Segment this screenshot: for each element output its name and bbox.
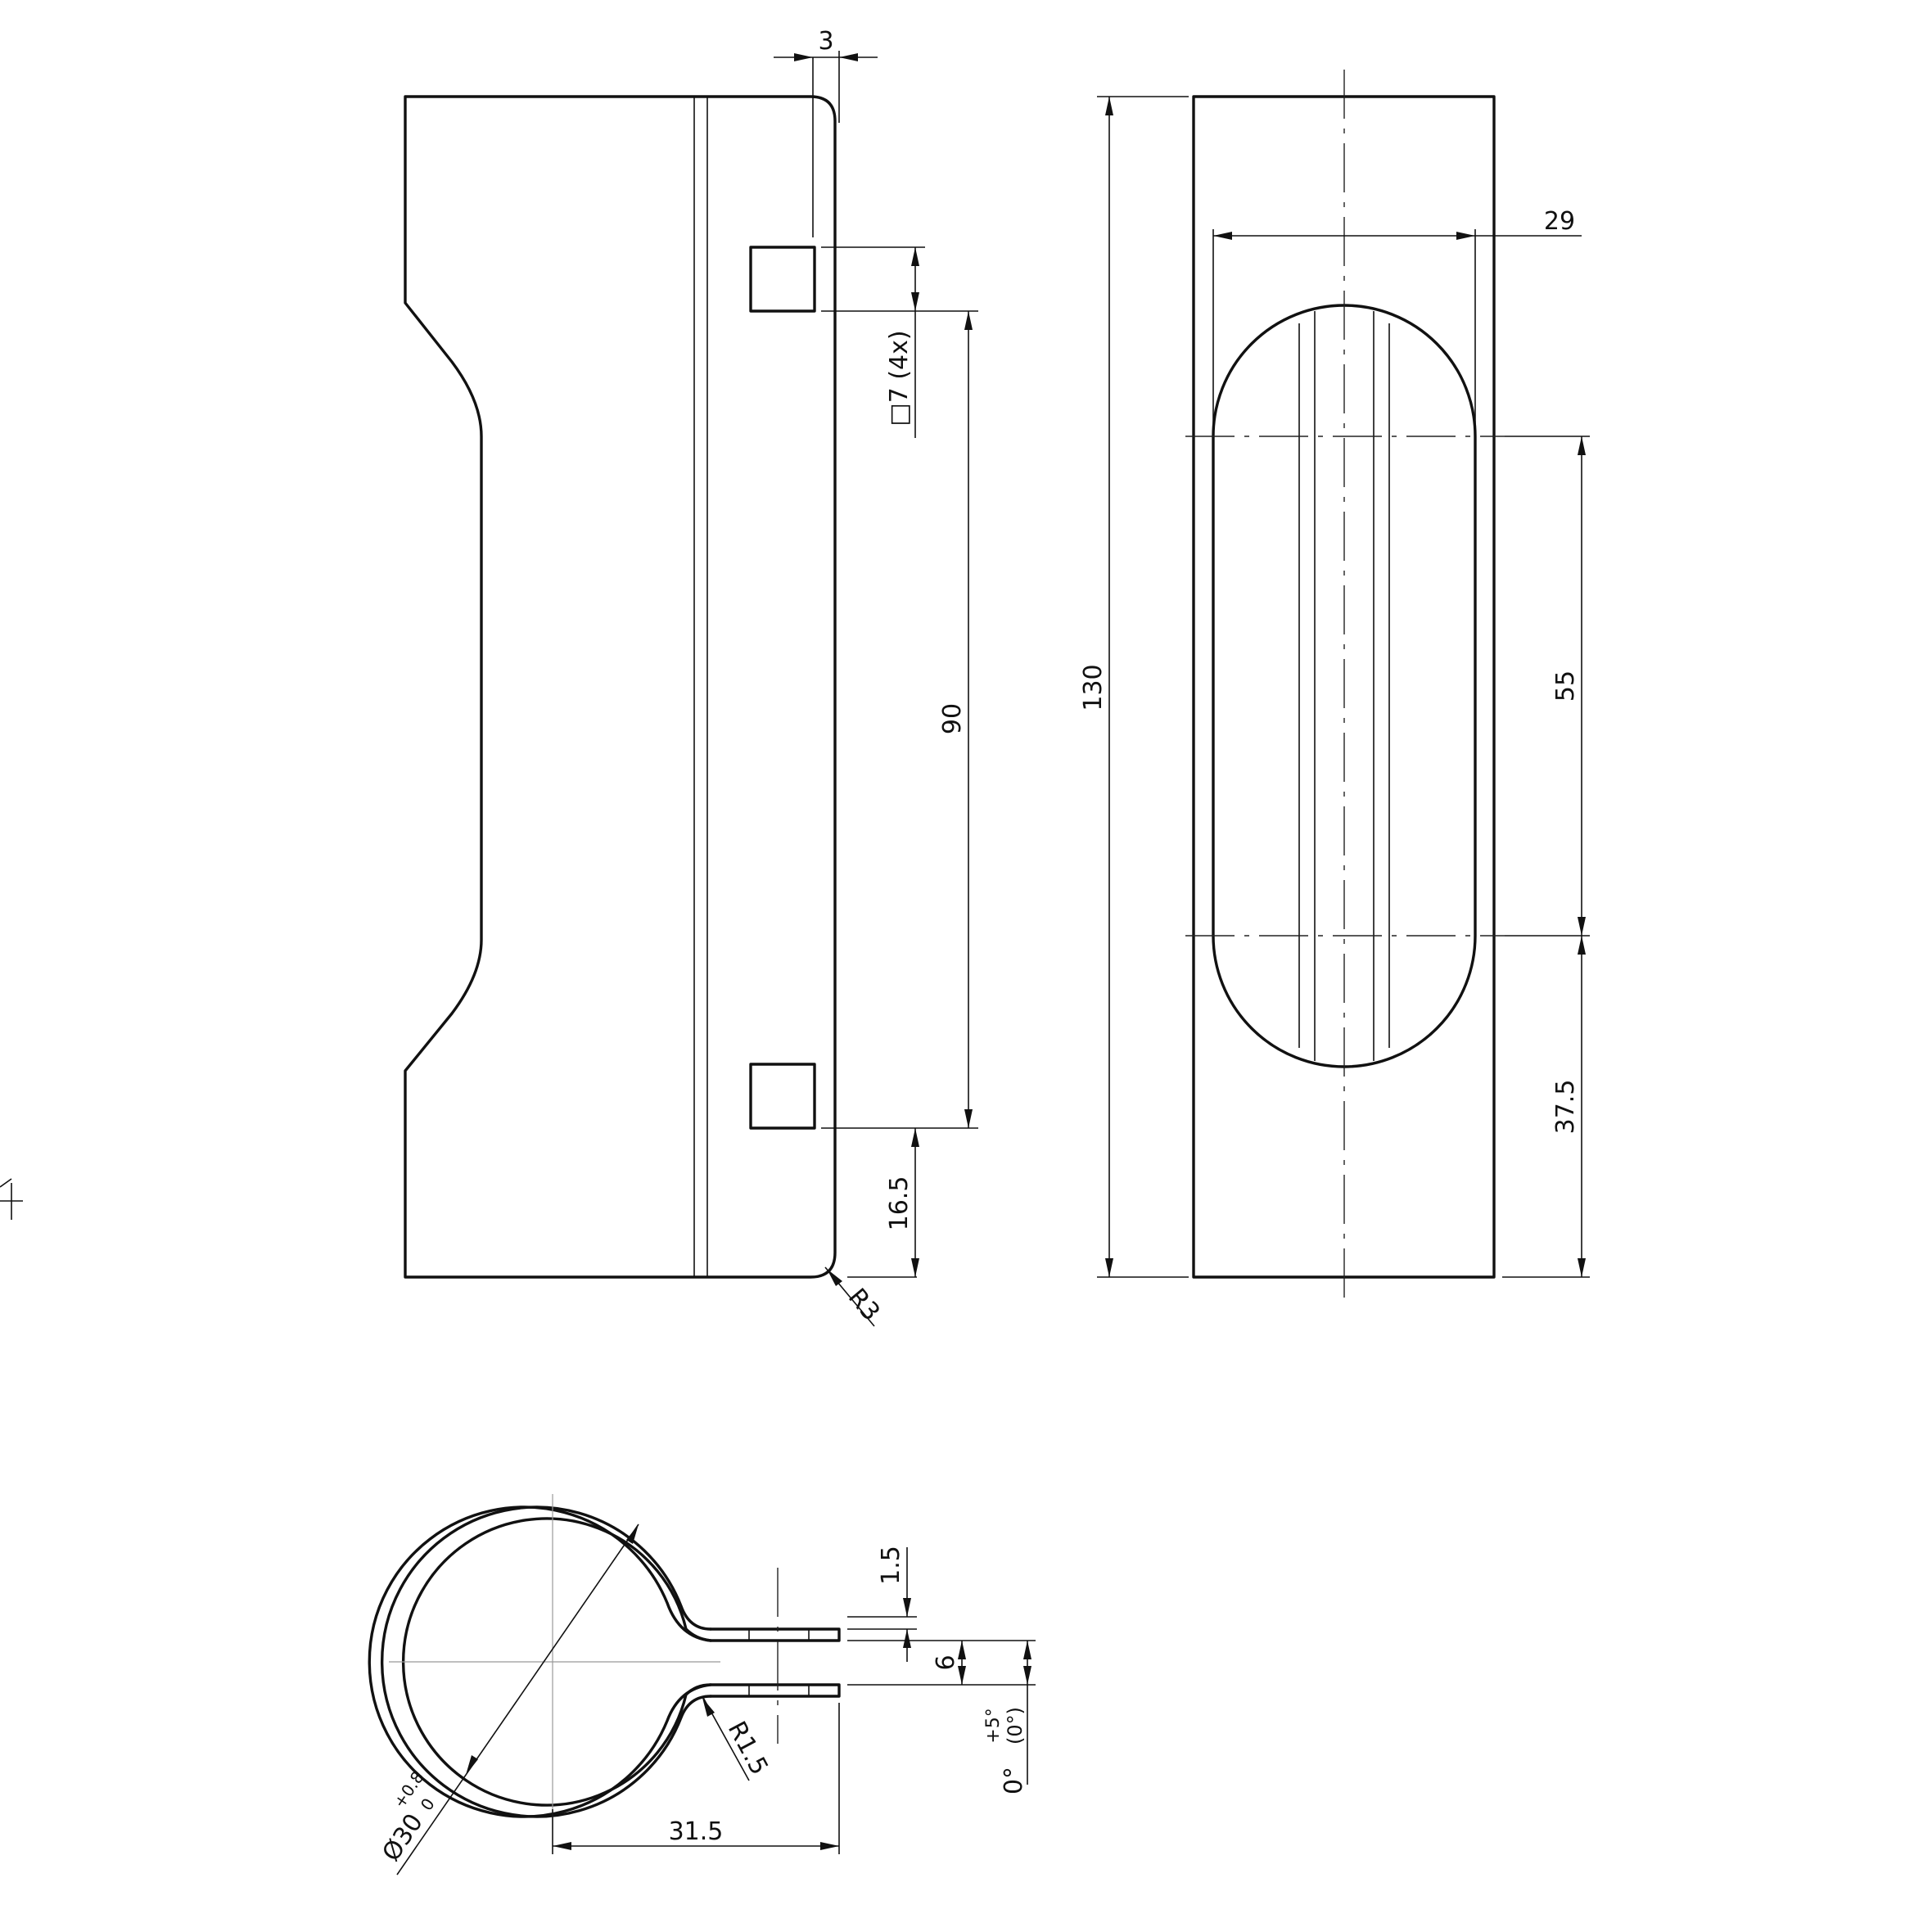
dimension-55-label: 55 bbox=[1551, 670, 1580, 702]
slot-outline bbox=[1212, 304, 1477, 1068]
dimension-3: 3 bbox=[774, 27, 878, 237]
dimension-diameter: Ø30 +0.8 0 bbox=[377, 1523, 639, 1876]
dimension-90-label: 90 bbox=[938, 703, 967, 734]
dimension-diameter-tolerance-low: 0 bbox=[417, 1794, 439, 1814]
dimension-29-label: 29 bbox=[1544, 207, 1575, 236]
dimension-37-5: 37.5 bbox=[1551, 936, 1586, 1277]
dimension-diameter-label: Ø30 bbox=[377, 1808, 429, 1867]
dimension-square-7: □7 (4x) bbox=[821, 246, 978, 438]
side-view: 130 29 55 37.5 bbox=[1079, 70, 1590, 1306]
dimension-1-5-label: 1.5 bbox=[877, 1546, 905, 1585]
dimension-r1-5: R1.5 bbox=[702, 1695, 774, 1781]
dimension-90: 90 bbox=[821, 311, 978, 1129]
dimension-angle-tolerance: +5° bbox=[983, 1708, 1004, 1743]
dimension-angle-label: 0° bbox=[1000, 1767, 1028, 1794]
dimension-29: 29 bbox=[1212, 207, 1582, 430]
dimension-angle-reference: (0°) bbox=[1004, 1707, 1027, 1745]
dimension-r3: R3 bbox=[824, 1266, 886, 1327]
dimension-31-5: 31.5 bbox=[552, 1703, 840, 1854]
square-hole-bottom bbox=[749, 1063, 816, 1130]
front-view: 3 □7 (4x) 90 16.5 bbox=[0, 27, 978, 1327]
front-view-outline bbox=[404, 95, 837, 1279]
dimension-16-5: 16.5 bbox=[847, 1128, 919, 1278]
dimension-55: 55 bbox=[1502, 436, 1590, 1278]
dimension-1-5: 1.5 bbox=[847, 1546, 917, 1662]
dimension-r1-5-label: R1.5 bbox=[722, 1717, 774, 1780]
clamp-outer-connector bbox=[380, 1505, 712, 1818]
dimension-130: 130 bbox=[1079, 96, 1189, 1278]
dimension-31-5-label: 31.5 bbox=[669, 1817, 724, 1846]
dimension-16-5-label: 16.5 bbox=[885, 1176, 914, 1231]
dimension-angle: 0° +5° (0°) bbox=[983, 1641, 1031, 1794]
top-view: 1.5 6 0° +5° (0°) R1.5 bbox=[368, 1494, 1036, 1876]
clamp-outer bbox=[368, 1505, 841, 1818]
dimension-square-7-label: □7 (4x) bbox=[885, 330, 914, 426]
dimension-37-5-label: 37.5 bbox=[1551, 1080, 1580, 1135]
dimension-3-label: 3 bbox=[818, 27, 833, 56]
dimension-6-label: 6 bbox=[932, 1654, 960, 1670]
dimension-6: 6 bbox=[847, 1640, 1036, 1686]
dimension-130-label: 130 bbox=[1079, 664, 1108, 711]
square-hole-top bbox=[749, 246, 816, 313]
view-marker bbox=[0, 1178, 23, 1220]
dimension-r3-label: R3 bbox=[842, 1283, 885, 1326]
